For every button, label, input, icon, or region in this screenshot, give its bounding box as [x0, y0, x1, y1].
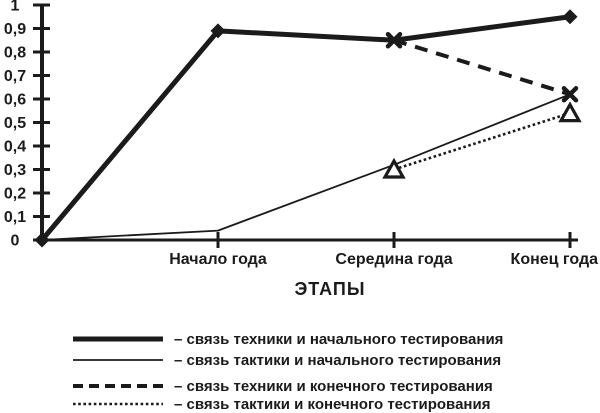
marker-diamond-icon	[562, 9, 578, 25]
y-tick-label: 0,1	[4, 209, 26, 226]
series-line-3	[393, 111, 571, 171]
marker-x-icon	[561, 86, 579, 103]
y-tick-label: 0,5	[4, 115, 26, 132]
marker-x-icon	[385, 32, 403, 49]
y-tick-label: 0	[11, 233, 20, 250]
x-tick-label: Начало года	[169, 251, 267, 268]
legend-swatch-thin-solid-line-icon	[73, 359, 163, 361]
marker-diamond-icon	[34, 232, 50, 248]
y-tick-label: 0,7	[4, 68, 26, 85]
legend-swatch-dashed-line-icon	[73, 384, 163, 388]
legend-item: – связь тактики и начального тестировани…	[72, 351, 501, 369]
series-line-0	[40, 14, 571, 242]
y-tick-label: 0,3	[4, 162, 26, 179]
series-line-2	[393, 38, 571, 97]
y-tick-label: 0,8	[4, 45, 26, 62]
legend-swatch-dotted-line-icon	[73, 402, 163, 406]
legend-item: – связь техники и начального тестировани…	[72, 330, 503, 348]
marker-triangle-icon	[558, 101, 582, 123]
legend-label: – связь тактики и конечного тестирования	[174, 395, 491, 413]
legend-label: – связь техники и конечного тестирования	[174, 377, 493, 395]
legend-label: – связь тактики и начального тестировани…	[174, 351, 502, 369]
y-tick-label: 0,6	[4, 92, 26, 109]
series-line-1	[41, 93, 571, 241]
x-tick-label: Конец года	[511, 251, 599, 268]
marker-diamond-icon	[210, 23, 226, 39]
x-tick-label: Середина года	[335, 251, 452, 268]
legend-swatch-thick-solid-line-icon	[73, 336, 163, 342]
legend-item: – связь тактики и конечного тестирования	[72, 395, 490, 413]
y-tick-label: 0,9	[4, 21, 26, 38]
x-axis-title: ЭТАПЫ	[294, 279, 366, 299]
legend-item: – связь техники и конечного тестирования	[72, 377, 493, 395]
legend-label: – связь техники и начального тестировани…	[174, 330, 504, 348]
y-tick-label: 1	[11, 0, 20, 15]
marker-triangle-icon	[382, 157, 406, 179]
y-tick-label: 0,2	[4, 186, 26, 203]
y-tick-label: 0,4	[4, 139, 26, 156]
